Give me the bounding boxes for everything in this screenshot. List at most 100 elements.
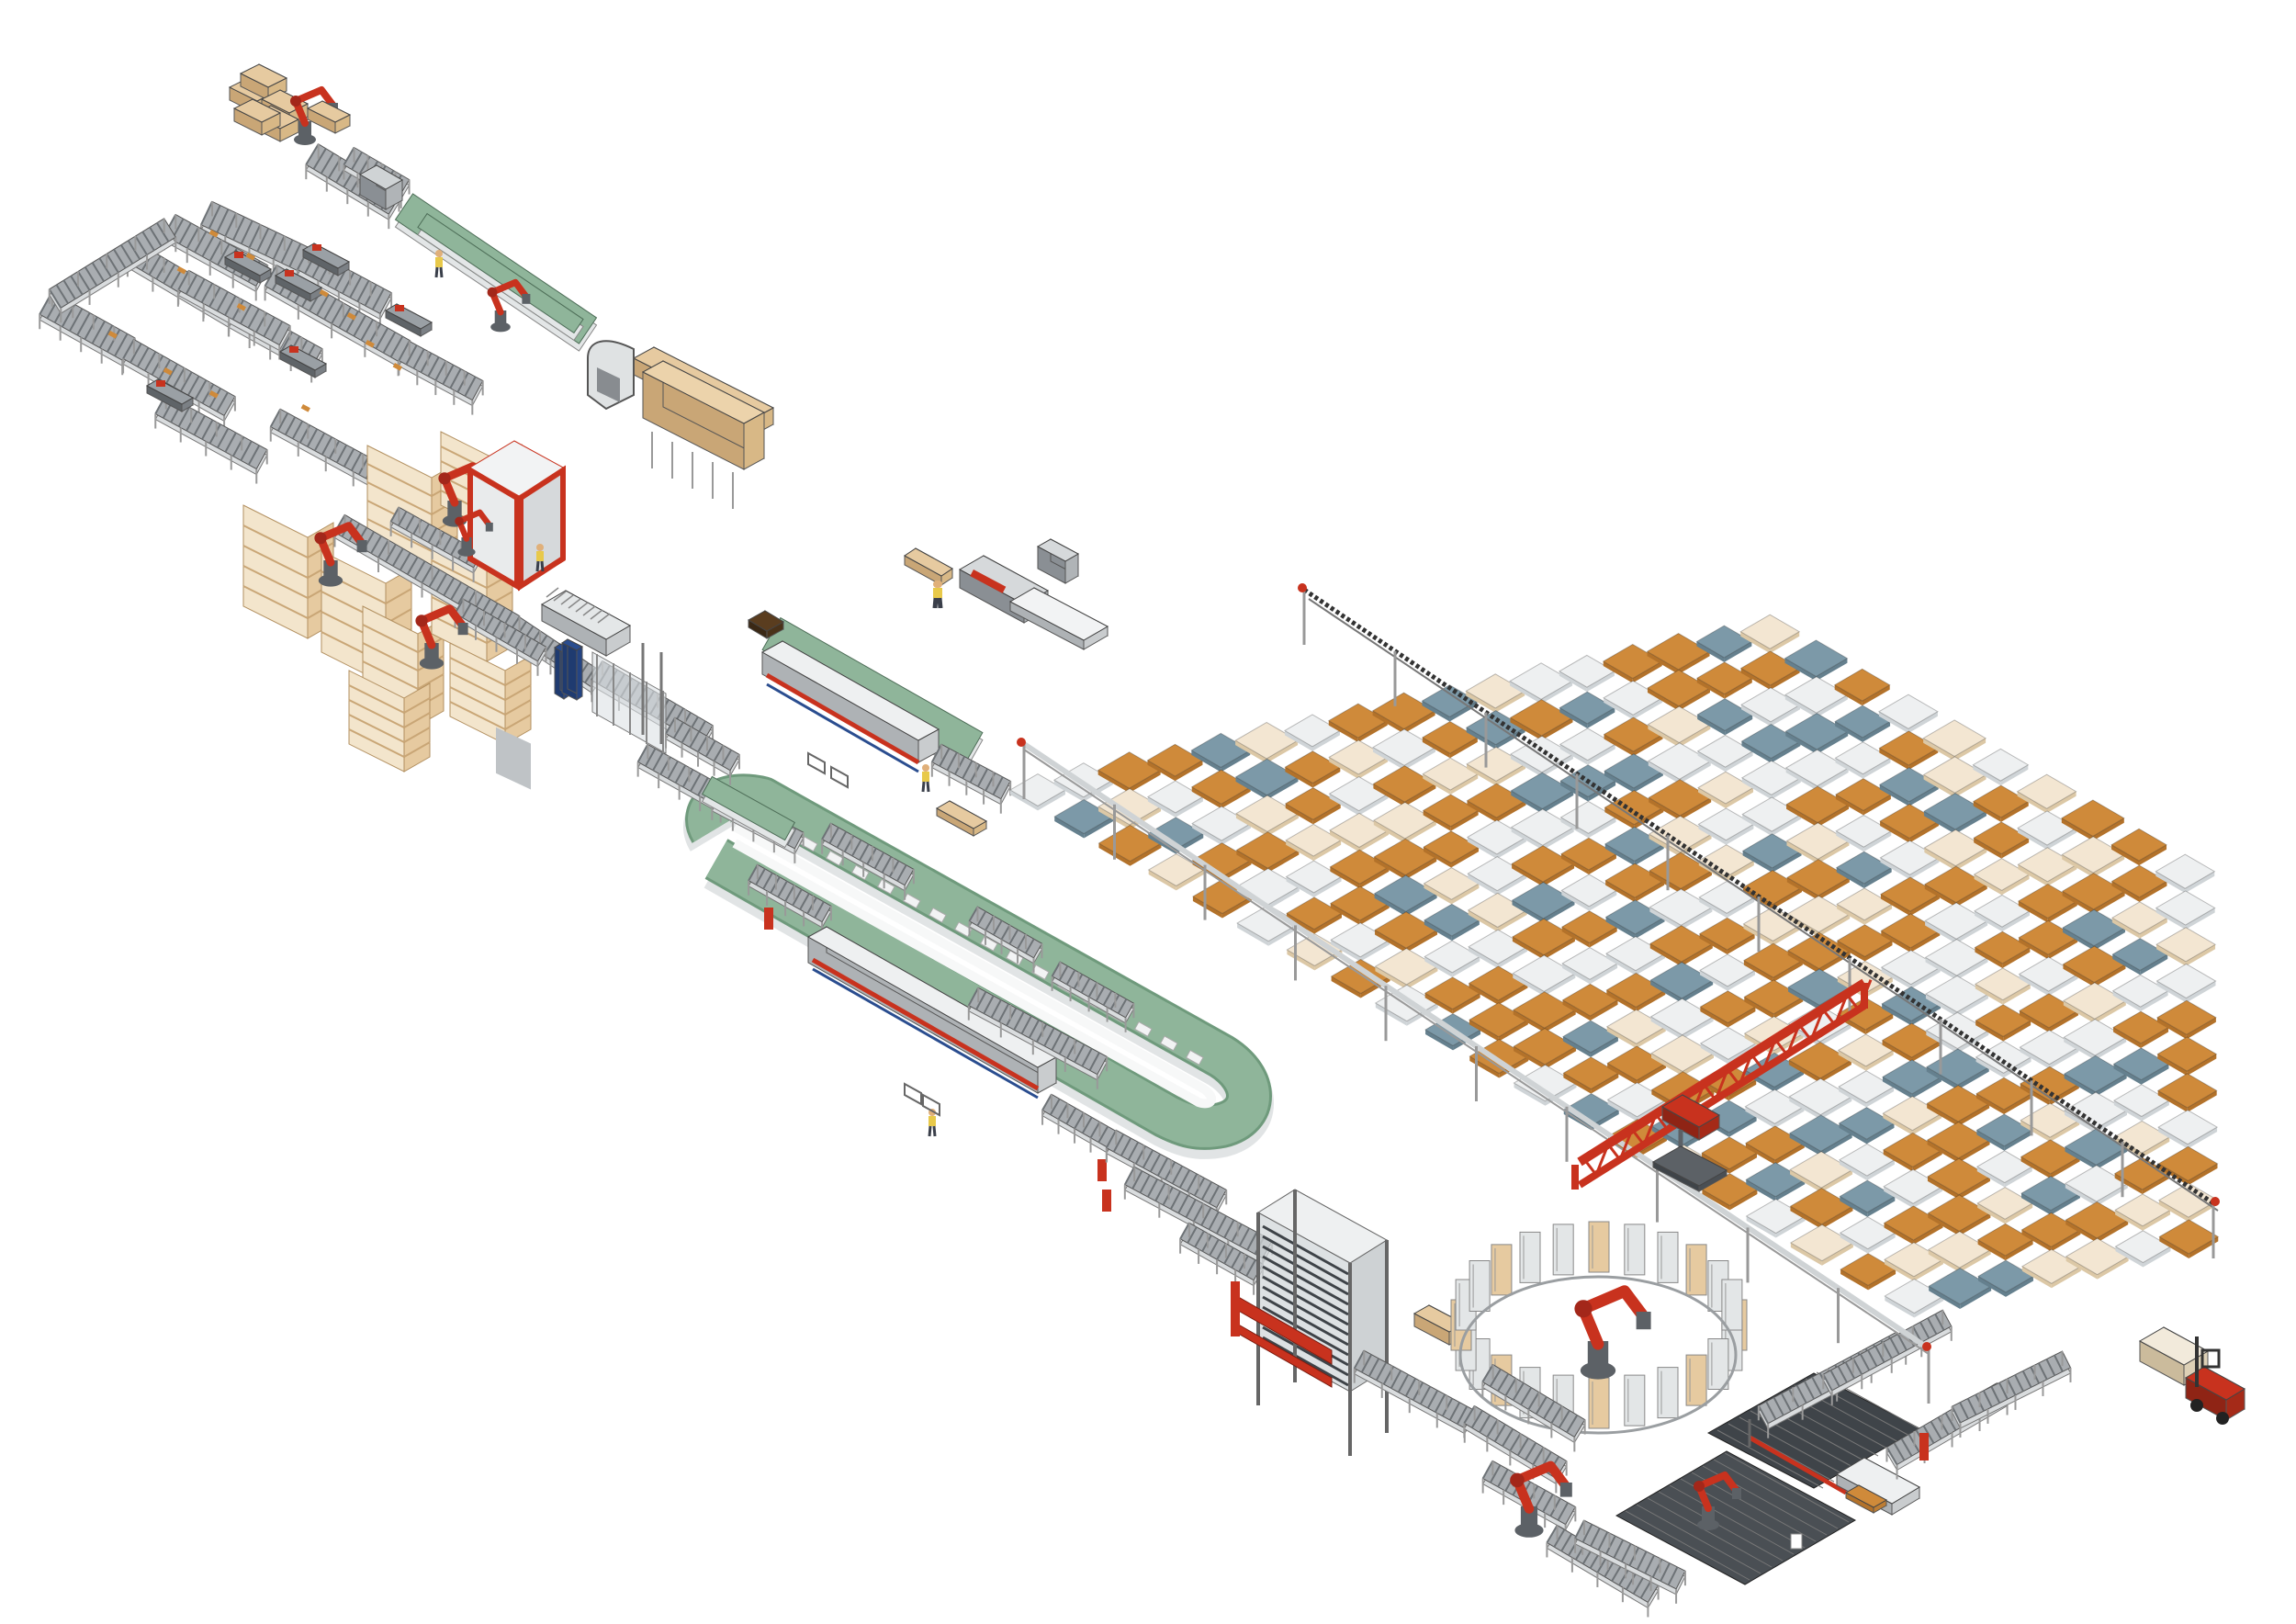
roller xyxy=(1644,1554,1655,1574)
cabinet-window xyxy=(496,727,531,790)
roller xyxy=(721,749,733,767)
shelf-level xyxy=(242,524,309,558)
panel-board xyxy=(1421,720,1479,759)
roller xyxy=(689,730,701,749)
panel-board xyxy=(1558,654,1615,693)
roller xyxy=(84,266,98,287)
shelf-level xyxy=(242,565,309,599)
roller xyxy=(1982,1390,1993,1408)
gantry-truss xyxy=(1726,1068,1741,1087)
roller xyxy=(962,760,974,779)
roller xyxy=(1896,1333,1908,1351)
robot-pedestal xyxy=(323,560,338,581)
forklift-body xyxy=(2184,1366,2246,1421)
worker-leg xyxy=(434,266,439,278)
roller xyxy=(1860,1353,1871,1371)
rail-end-cap xyxy=(1298,583,1307,592)
gantry-truss xyxy=(1773,1038,1789,1056)
roller xyxy=(784,885,795,902)
shelf-level xyxy=(366,463,433,497)
panel-board xyxy=(1922,719,1987,761)
circular-rack-robot xyxy=(1450,1221,1748,1618)
cart xyxy=(904,1082,922,1106)
rack-slot xyxy=(1721,1279,1743,1331)
roller xyxy=(1231,1224,1243,1243)
carton-box xyxy=(232,98,282,136)
roller-conveyor xyxy=(177,269,291,360)
roller xyxy=(652,751,664,772)
roller xyxy=(1169,1190,1182,1210)
roller xyxy=(1546,1525,1559,1543)
roller xyxy=(1456,1405,1469,1425)
roller xyxy=(217,427,230,448)
roller xyxy=(968,906,979,922)
panel-board xyxy=(2110,901,2168,939)
roller xyxy=(1535,1396,1548,1415)
roller xyxy=(156,222,170,242)
roller xyxy=(713,744,725,762)
roller xyxy=(1757,1404,1770,1425)
roller xyxy=(1105,1129,1118,1149)
roller xyxy=(208,205,221,230)
panel-board xyxy=(1234,758,1300,800)
buffer-shelf xyxy=(1262,1275,1349,1326)
roller xyxy=(119,244,134,265)
gantry-truss xyxy=(1738,1054,1753,1086)
panel-board xyxy=(1838,1070,1896,1108)
roller xyxy=(1927,1317,1938,1336)
shelf-level xyxy=(348,728,405,758)
roller xyxy=(76,312,91,336)
saw-beam xyxy=(1748,1435,1848,1495)
roller xyxy=(208,423,221,445)
roller xyxy=(1632,1575,1645,1595)
red-post xyxy=(1919,1433,1929,1460)
panel-board xyxy=(1973,858,2031,896)
roller xyxy=(1360,1354,1373,1373)
robot-arm xyxy=(456,509,492,542)
rail-end-cap xyxy=(1922,1342,1931,1351)
panel-board xyxy=(1421,684,1479,722)
machine-stripe xyxy=(766,682,919,773)
panel-board xyxy=(1422,757,1480,795)
moving-board xyxy=(208,390,219,399)
shelf-level xyxy=(348,684,405,714)
rack-slot xyxy=(1519,1231,1541,1283)
roller xyxy=(1788,1389,1800,1408)
roller xyxy=(1397,1373,1410,1393)
roller xyxy=(1844,1361,1855,1380)
roller xyxy=(382,332,397,354)
robot-arm xyxy=(1512,1460,1570,1514)
gantry-truss xyxy=(1761,1039,1777,1071)
roller-conveyor xyxy=(930,743,1012,814)
gantry-truss xyxy=(1809,1009,1825,1041)
roller xyxy=(1149,1153,1162,1173)
robot-pedestal xyxy=(1587,1341,1609,1370)
roller-conveyor xyxy=(1574,1519,1686,1604)
roller xyxy=(664,703,677,724)
roller xyxy=(306,428,319,447)
buffer-shelf xyxy=(1262,1336,1349,1387)
roller xyxy=(665,716,676,735)
panel-board xyxy=(1975,1004,2032,1042)
worker-head xyxy=(536,544,544,551)
saw-grid-line xyxy=(1739,1416,1846,1476)
gantry-beam xyxy=(1577,1002,1867,1189)
roller xyxy=(91,262,106,282)
rail-end-cap xyxy=(1017,738,1026,747)
worker-leg xyxy=(535,560,540,572)
roller xyxy=(377,539,389,558)
board-stack-dark xyxy=(748,610,784,639)
roller xyxy=(1194,1230,1205,1248)
roller xyxy=(1043,1027,1055,1047)
roller xyxy=(360,319,374,342)
shelf-level xyxy=(504,714,532,730)
roller xyxy=(1117,998,1128,1014)
roller xyxy=(777,880,788,898)
green-belt-conveyor xyxy=(417,212,584,342)
roller xyxy=(672,721,684,739)
crane-rail xyxy=(1308,598,2219,1212)
roller xyxy=(1497,1468,1509,1488)
panel-board xyxy=(1837,997,1895,1035)
roller xyxy=(1238,1227,1251,1246)
roller xyxy=(1231,1251,1242,1269)
